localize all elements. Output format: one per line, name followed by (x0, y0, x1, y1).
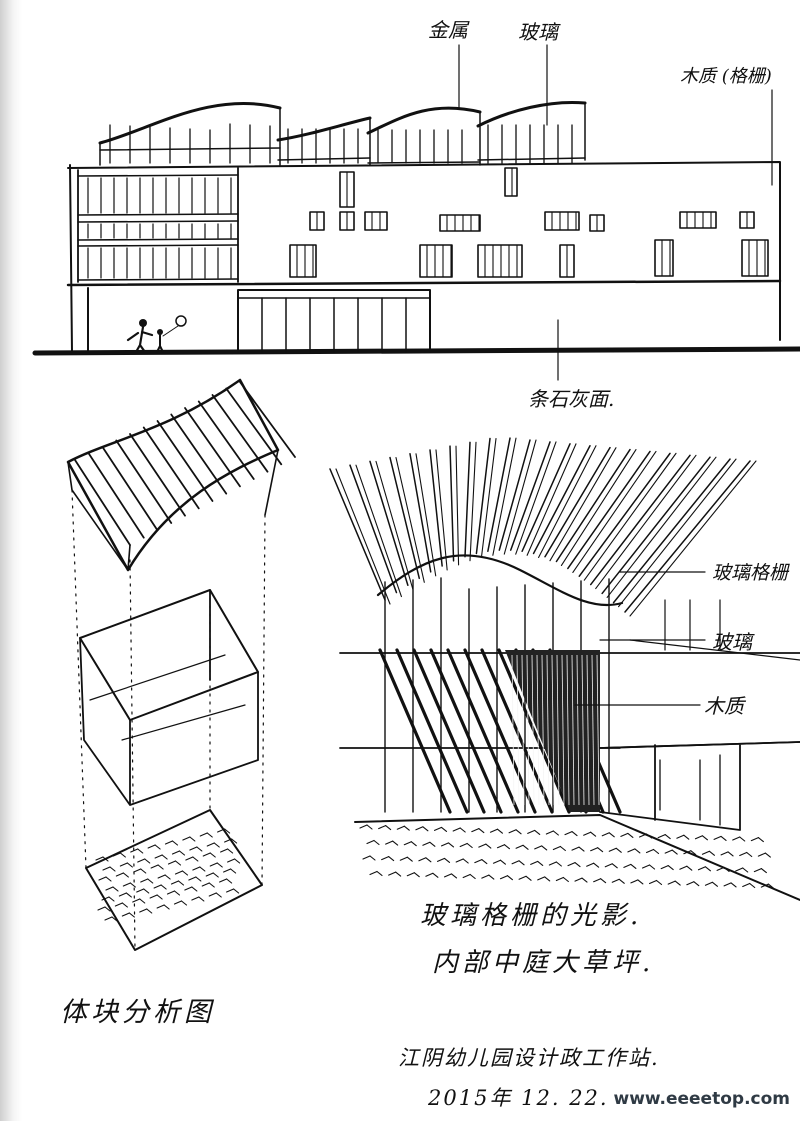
label-glass-detail: 玻璃 (712, 630, 752, 654)
people-figures (126, 315, 187, 354)
massing-analysis (66, 378, 296, 951)
note-line-1: 玻璃格栅的光影. (420, 901, 643, 931)
wood-grille-panel (505, 650, 600, 812)
sketchbook-binding-edge (0, 0, 22, 1121)
signature-line-1: 江阴幼儿园设计政工作站. (398, 1046, 660, 1070)
curved-roofs (98, 100, 587, 166)
punched-windows (289, 167, 769, 278)
label-stone-finish: 条石灰面. (528, 387, 615, 411)
label-metal: 金属 (428, 18, 468, 42)
ground-floor-glazing (237, 289, 431, 353)
grille-perspective (329, 437, 800, 901)
roof-glass-mullions (109, 123, 573, 164)
left-glazed-block (77, 167, 239, 283)
note-line-2: 内部中庭大草坪. (432, 948, 655, 978)
fan-glass-grille-ribs (329, 437, 757, 617)
label-glass-grille: 玻璃格栅 (712, 562, 789, 584)
label-glass-top: 玻璃 (518, 20, 558, 44)
building-elevation (32, 44, 800, 381)
watermark: www.eeeetop.com (613, 1089, 790, 1109)
signature-date: 2015年 12. 22. (428, 1086, 609, 1110)
label-wood-grille: 木质 (格栅) (680, 66, 772, 87)
analysis-title: 体块分析图 (60, 997, 215, 1028)
label-wood-detail: 木质 (704, 694, 744, 718)
